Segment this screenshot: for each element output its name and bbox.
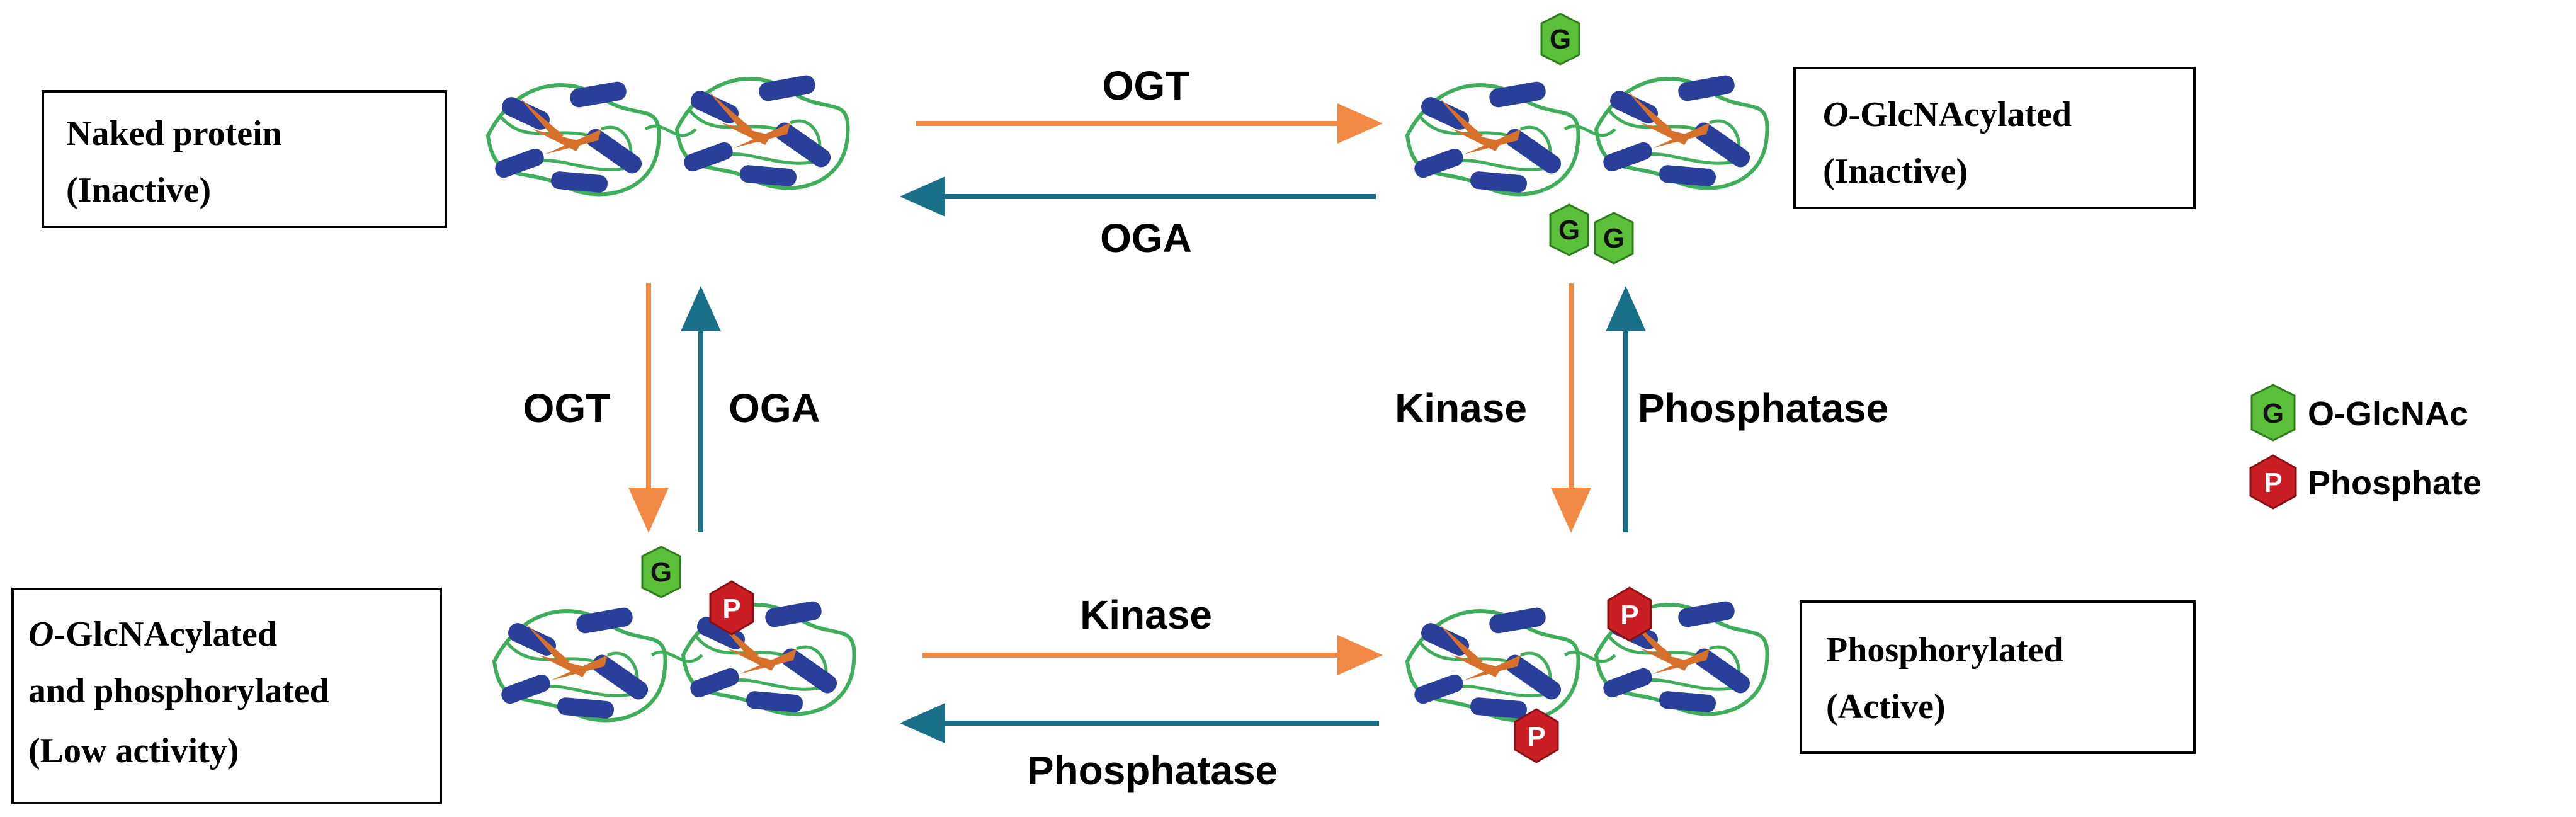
state-box-oglcnacylated: O-GlcNAcylated (Inactive) [1793, 67, 2196, 209]
svg-text:Kinase: Kinase [1395, 386, 1527, 431]
svg-text:Phosphorylated: Phosphorylated [1826, 631, 2063, 670]
svg-text:G: G [1558, 215, 1580, 246]
glcnac-marker: G [641, 546, 681, 598]
protein-phosphorylated [1407, 600, 1767, 720]
state-box-naked: Naked protein (Inactive) [42, 90, 447, 228]
svg-text:OGA: OGA [729, 386, 820, 431]
svg-text:OGT: OGT [1103, 63, 1190, 108]
svg-text:and phosphorylated: and phosphorylated [28, 671, 329, 711]
arrow-ogt-left: OGT [523, 283, 669, 533]
svg-text:Phosphatase: Phosphatase [1027, 748, 1278, 793]
arrow-phosphatase-bottom: Phosphatase [900, 703, 1379, 793]
svg-text:OGT: OGT [523, 386, 611, 431]
glcnac-marker: G [1594, 212, 1634, 265]
svg-text:(Inactive): (Inactive) [1823, 152, 1968, 191]
state-box-phosphorylated: Phosphorylated (Active) [1800, 600, 2196, 754]
svg-text:O-GlcNAcylated: O-GlcNAcylated [28, 615, 277, 654]
svg-text:G: G [1550, 24, 1571, 55]
svg-text:Kinase: Kinase [1080, 592, 1212, 637]
svg-text:Phosphate: Phosphate [2308, 464, 2482, 502]
svg-text:P: P [1527, 721, 1545, 752]
svg-text:P: P [722, 593, 740, 624]
svg-text:(Inactive): (Inactive) [66, 171, 211, 210]
svg-text:OGA: OGA [1100, 215, 1192, 261]
arrow-kinase-bottom: Kinase [922, 592, 1383, 675]
arrow-ogt-top: OGT [916, 63, 1383, 144]
glcnac-icon: G [2250, 384, 2296, 442]
glcnac-marker: G [1540, 13, 1580, 66]
phosphate-marker: P [1514, 708, 1559, 763]
arrow-kinase-right: Kinase [1395, 283, 1591, 533]
state-box-oglcnac-and-phosphorylated: O-GlcNAcylated and phosphorylated (Low a… [11, 588, 442, 804]
glcnac-marker: G [1549, 203, 1589, 256]
svg-text:G: G [1603, 223, 1625, 254]
arrow-oga-top: OGA [900, 176, 1376, 261]
protein-naked [488, 74, 848, 194]
protein-oglcnac-and-phosphorylated [494, 600, 854, 720]
svg-text:G: G [2262, 398, 2284, 429]
legend: G O-GlcNAc P Phosphate [2249, 384, 2482, 510]
svg-text:(Low activity): (Low activity) [28, 731, 239, 770]
svg-text:(Active): (Active) [1826, 687, 1946, 726]
svg-text:P: P [2264, 467, 2282, 498]
protein-oglcnacylated [1407, 74, 1767, 194]
svg-text:O-GlcNAcylated: O-GlcNAcylated [1823, 95, 2072, 134]
phosphate-marker: P [709, 580, 754, 636]
arrow-phosphatase-right: Phosphatase [1606, 286, 1888, 532]
phosphate-marker: P [1607, 586, 1652, 642]
arrow-oga-left: OGA [681, 286, 820, 532]
legend-item-oglcnac: G O-GlcNAc [2250, 384, 2468, 442]
legend-item-phosphate: P Phosphate [2249, 454, 2482, 510]
svg-text:O-GlcNAc: O-GlcNAc [2308, 395, 2468, 433]
svg-text:Naked protein: Naked protein [66, 114, 282, 153]
phosphate-icon: P [2249, 454, 2297, 510]
svg-text:Phosphatase: Phosphatase [1638, 386, 1888, 431]
svg-text:G: G [650, 557, 672, 588]
svg-text:P: P [1620, 600, 1638, 631]
